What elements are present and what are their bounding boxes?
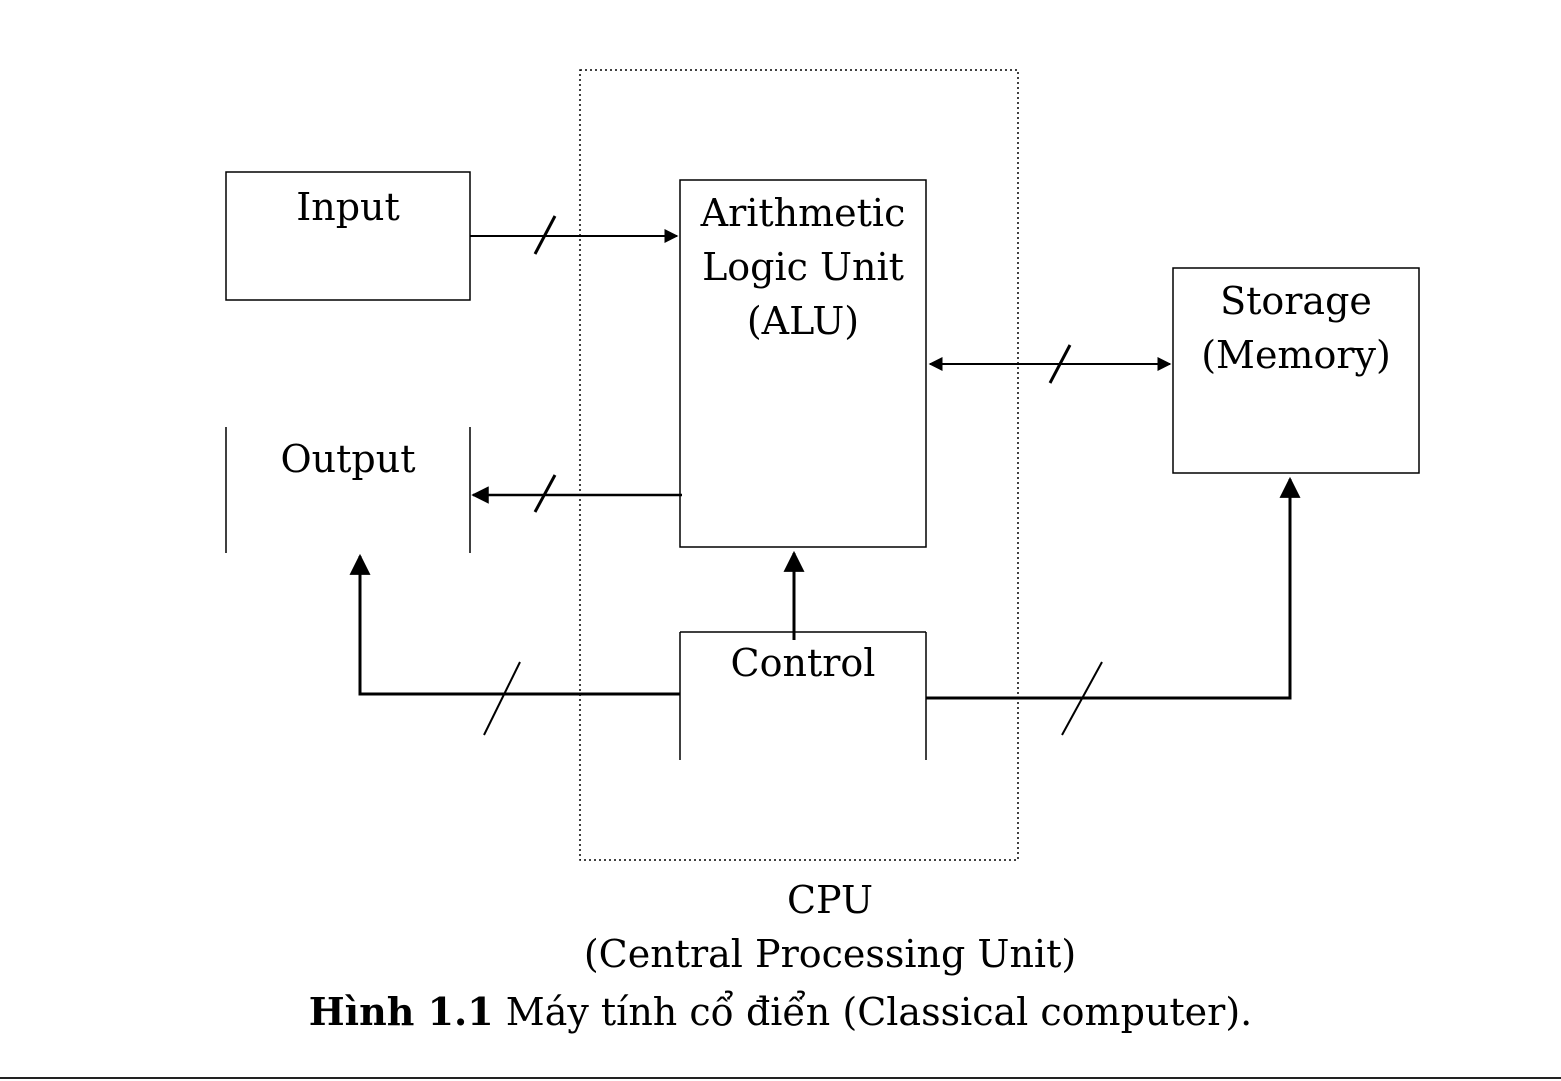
- alu-storage-bidirectional-arrow: [930, 345, 1170, 383]
- figure-caption-text: Máy tính cổ điển (Classical computer).: [494, 990, 1253, 1034]
- cpu-label: CPU (Central Processing Unit): [480, 873, 1180, 981]
- cpu-label-line-1: CPU: [480, 873, 1180, 927]
- alu-label-line-2: Logic Unit: [680, 240, 926, 294]
- alu-label-line-3: (ALU): [680, 294, 926, 348]
- storage-label-line-1: Storage: [1173, 274, 1419, 328]
- alu-label-line-1: Arithmetic: [680, 186, 926, 240]
- storage-label-line-2: (Memory): [1173, 328, 1419, 382]
- figure-caption: Hình 1.1 Máy tính cổ điển (Classical com…: [0, 985, 1561, 1039]
- cpu-label-line-2: (Central Processing Unit): [480, 927, 1180, 981]
- control-label: Control: [680, 636, 926, 690]
- alu-label: Arithmetic Logic Unit (ALU): [680, 186, 926, 348]
- input-label: Input: [226, 180, 470, 234]
- output-label: Output: [226, 432, 470, 486]
- storage-label: Storage (Memory): [1173, 274, 1419, 382]
- figure-caption-label: Hình 1.1: [309, 989, 494, 1034]
- control-to-output-arrow: [360, 556, 680, 735]
- alu-to-output-arrow: [473, 475, 682, 512]
- control-to-storage-arrow: [926, 479, 1290, 735]
- input-to-alu-arrow: [470, 216, 677, 254]
- bottom-rule: [0, 1077, 1561, 1079]
